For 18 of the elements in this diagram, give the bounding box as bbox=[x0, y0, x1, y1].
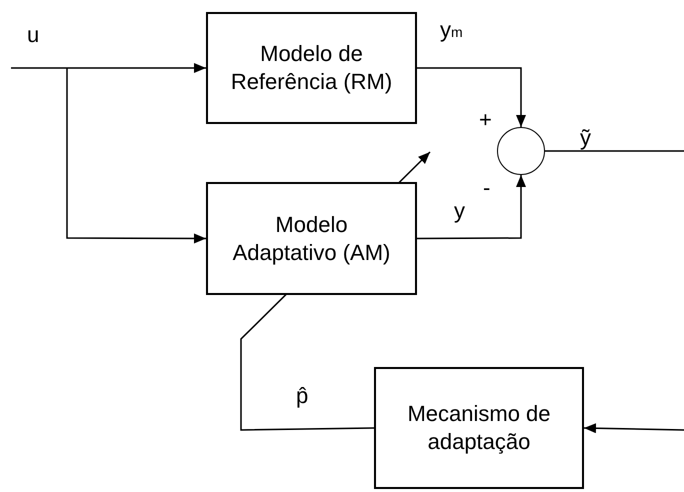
block-label: Modelo de Referência (RM) bbox=[230, 40, 394, 96]
signal-label: p̂ bbox=[296, 384, 308, 408]
signal-arrow bbox=[11, 63, 206, 73]
block-box bbox=[206, 12, 417, 124]
signal-label: - bbox=[483, 176, 490, 200]
block-label: Modelo Adaptativo (AM) bbox=[232, 210, 392, 266]
signal-arrow bbox=[417, 175, 526, 240]
block-label: Mecanismo de adaptação bbox=[406, 400, 552, 456]
signal-label: u bbox=[27, 23, 40, 47]
signal-arrow bbox=[66, 68, 206, 244]
block-box bbox=[374, 367, 584, 489]
signal-label: y bbox=[454, 199, 465, 223]
signal-label: ỹ bbox=[580, 126, 591, 150]
summing-junction bbox=[497, 127, 545, 175]
signal-label: + bbox=[479, 108, 492, 132]
signal-arrow bbox=[584, 423, 684, 434]
signal-arrow bbox=[417, 67, 526, 127]
block-box bbox=[206, 182, 417, 295]
